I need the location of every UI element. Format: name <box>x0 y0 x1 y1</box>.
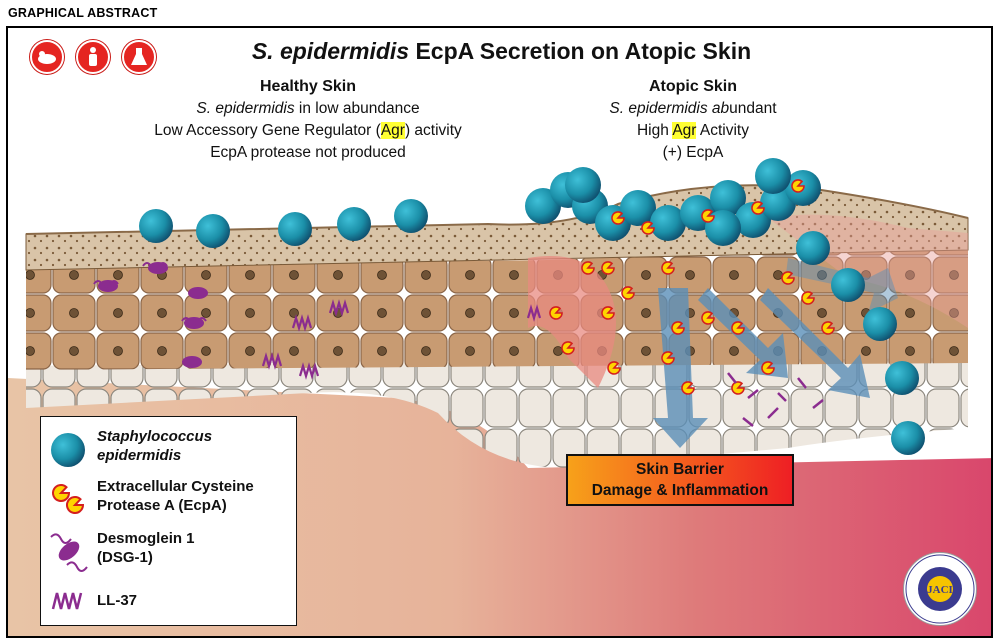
ll37-icon <box>51 592 83 610</box>
legend-label-ll37: LL-37 <box>97 592 138 609</box>
skin-barrier-damage-box: Skin Barrier Damage & Inflammation <box>566 454 794 506</box>
cleaved-fragments <box>727 372 824 427</box>
study-type-icons <box>30 40 156 74</box>
mouse-icon <box>30 40 64 74</box>
inflamed-region <box>528 256 616 388</box>
atopic-skin-panel: Atopic Skin S. epidermidis abundant High… <box>528 76 858 164</box>
journal-logo: JACI <box>903 552 977 626</box>
legend-label-ecpa: Extracellular Cysteine Protease A (EcpA) <box>97 478 254 514</box>
atopic-heading: Atopic Skin <box>648 78 737 95</box>
healthy-heading: Healthy Skin <box>259 78 357 95</box>
ecpa-proteases <box>549 179 835 395</box>
abstract-title: S. epidermidis EcpA Secretion on Atopic … <box>8 38 991 65</box>
ecpa-icon <box>52 484 85 514</box>
legend-label-bacteria: Staphylococcus epidermidis <box>97 428 213 464</box>
damage-line-1: Skin Barrier <box>636 461 724 478</box>
bacteria-icon <box>51 433 85 467</box>
title-organism: S. epidermidis <box>251 38 410 64</box>
abstract-frame: S. epidermidis EcpA Secretion on Atopic … <box>6 26 993 638</box>
atopic-line-2: High Agr Activity <box>636 122 749 139</box>
atopic-line-3: (+) EcpA <box>662 144 724 161</box>
title-rest: EcpA Secretion on Atopic Skin <box>409 38 752 64</box>
ll37-markers <box>261 299 542 380</box>
legend-label-dsg1: Desmoglein 1 (DSG-1) <box>97 530 195 566</box>
atopic-line-1: S. epidermidis abundant <box>609 100 777 117</box>
healthy-line-1: S. epidermidis in low abundance <box>196 100 420 117</box>
dsg1-markers <box>93 262 208 368</box>
flask-icon <box>122 40 156 74</box>
damage-line-2: Damage & Inflammation <box>591 482 769 499</box>
journal-logo-text: JACI <box>927 584 953 596</box>
healthy-line-2: Low Accessory Gene Regulator (Agr) activ… <box>154 122 462 139</box>
graphical-abstract-label: GRAPHICAL ABSTRACT <box>8 6 158 20</box>
spinous-layer <box>26 246 968 370</box>
legend: Staphylococcus epidermidis Extracellular… <box>40 416 297 626</box>
human-icon <box>76 40 110 74</box>
dsg1-icon <box>50 533 88 572</box>
healthy-skin-panel: Healthy Skin S. epidermidis in low abund… <box>98 76 518 164</box>
healthy-line-3: EcpA protease not produced <box>210 144 406 161</box>
healthy-bacteria <box>139 199 428 248</box>
